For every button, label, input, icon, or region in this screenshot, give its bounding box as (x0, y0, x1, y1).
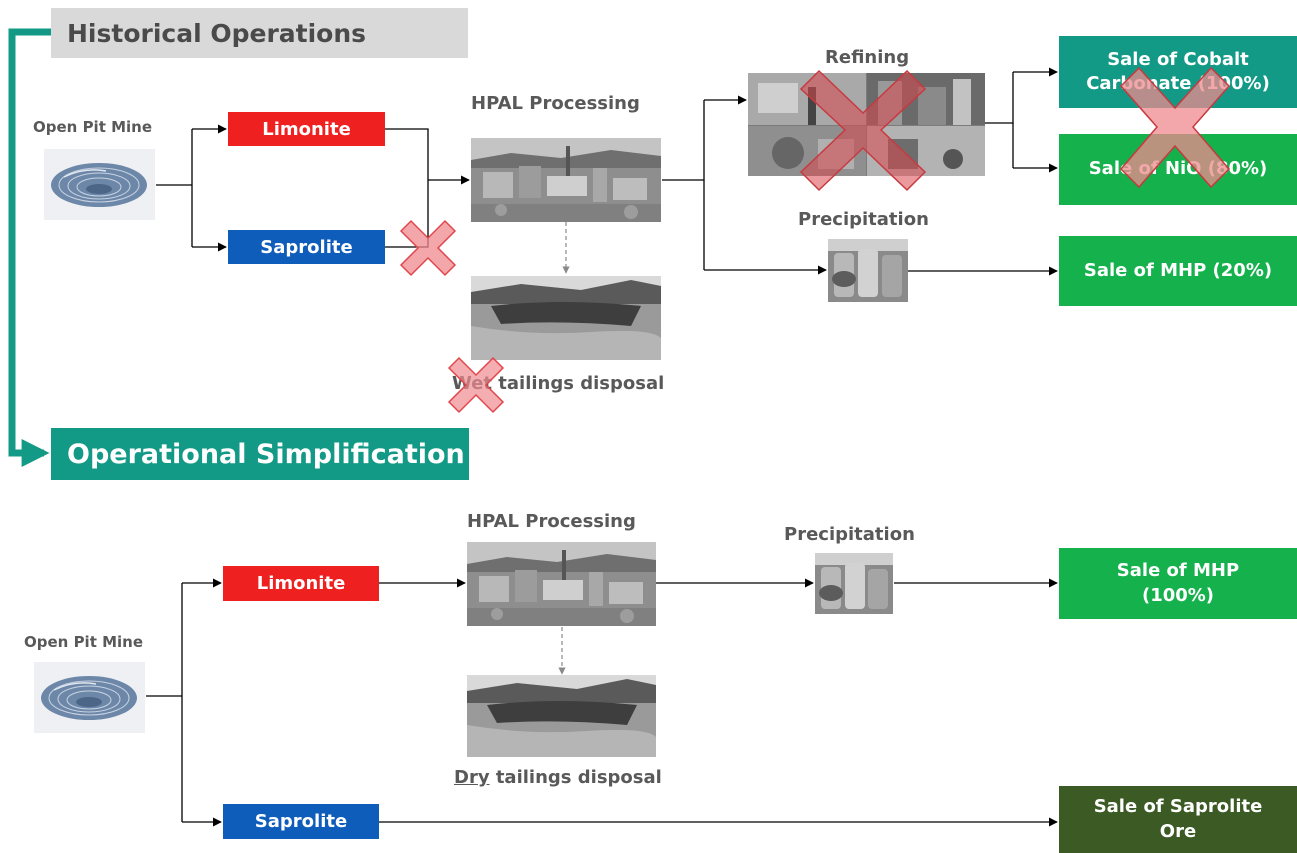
hpal-plant-image (471, 138, 661, 222)
cross-mark-icon (447, 356, 505, 414)
precipitation-label: Precipitation (784, 524, 915, 545)
open-pit-mine-image (44, 149, 155, 220)
tailings-label-rest: tailings disposal (489, 767, 662, 788)
cross-mark-icon (1119, 66, 1231, 189)
sale-saprolite-ore-box: Sale of Saprolite Ore (1059, 786, 1297, 853)
open-pit-mine-image (34, 662, 145, 733)
hpal-processing-label: HPAL Processing (471, 93, 640, 114)
precipitation-image (815, 553, 893, 614)
hpal-processing-label: HPAL Processing (467, 511, 636, 532)
open-pit-mine-label: Open Pit Mine (24, 633, 144, 651)
open-pit-icon (51, 163, 147, 207)
dry-tailings-label: Dry tailings disposal (454, 767, 662, 788)
cross-mark-icon (799, 69, 927, 192)
historical-operations-title: Historical Operations (51, 8, 468, 58)
saprolite-box: Saprolite (228, 230, 385, 264)
dry-emphasis: Dry (454, 767, 490, 788)
wet-tailings-label: Wet tailings disposal (452, 373, 665, 394)
refining-label: Refining (825, 47, 910, 68)
precipitation-image (828, 239, 908, 302)
open-pit-icon (41, 676, 137, 720)
open-pit-mine-label: Open Pit Mine (33, 118, 153, 136)
limonite-box: Limonite (223, 566, 379, 601)
limonite-box: Limonite (228, 112, 385, 146)
tailings-image (467, 675, 656, 757)
operational-simplification-title: Operational Simplification (51, 428, 469, 480)
cross-mark-icon (399, 219, 457, 277)
sale-mhp-20-box: Sale of MHP (20%) (1059, 236, 1297, 306)
sale-mhp-100-box: Sale of MHP (100%) (1059, 548, 1297, 619)
hpal-plant-image (467, 542, 656, 626)
tailings-image (471, 276, 661, 360)
precipitation-label: Precipitation (798, 209, 929, 230)
saprolite-box: Saprolite (223, 804, 379, 839)
